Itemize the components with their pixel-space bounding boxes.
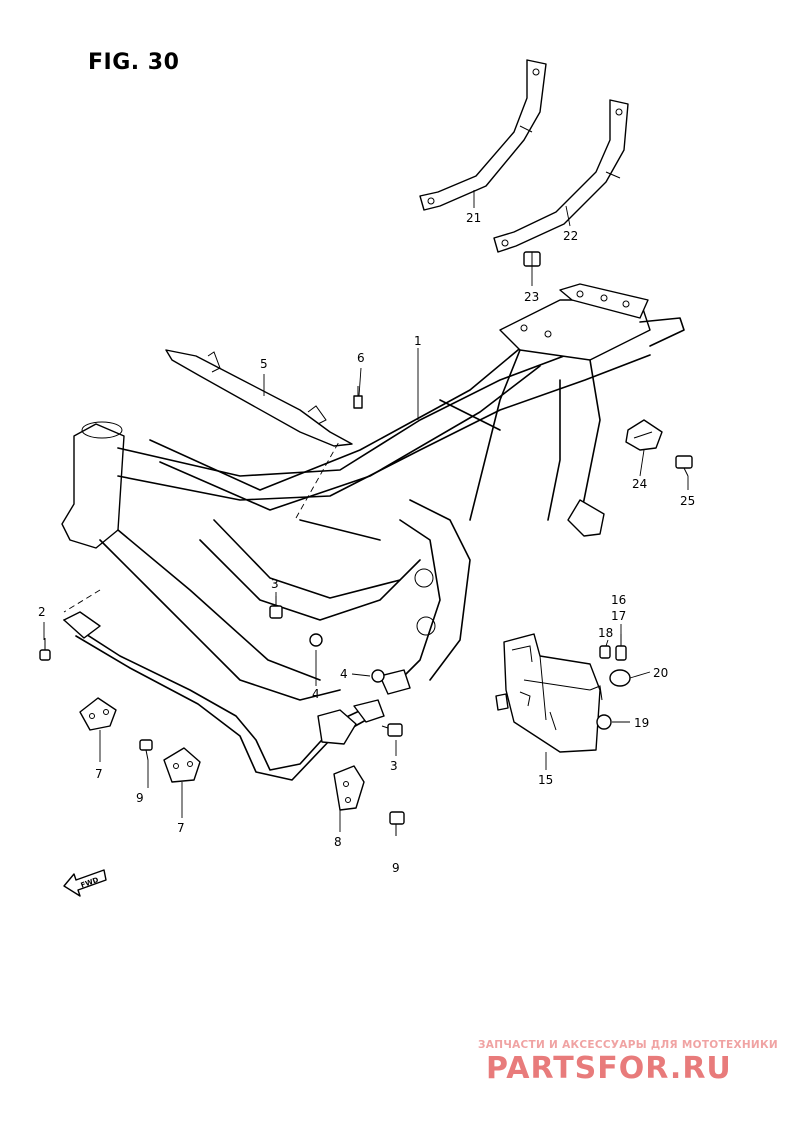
part-labels: 1 2 3 3 4 4 5 6 7 7 8 9 9 15 16 17 18 19… [38, 211, 695, 875]
part-20 [609, 669, 631, 687]
label-part-16: 16 [611, 593, 626, 607]
label-part-5: 5 [260, 357, 268, 371]
bolt-3-lower [381, 723, 403, 737]
label-part-24: 24 [632, 477, 647, 491]
grab-rail-right [493, 99, 629, 253]
bolt-23 [523, 251, 541, 267]
label-part-9-right: 9 [392, 861, 400, 875]
label-part-8: 8 [334, 835, 342, 849]
part-16-17 [615, 634, 627, 661]
label-part-23: 23 [524, 290, 539, 304]
watermark-logo: PARTSFOR.RU [486, 1051, 732, 1086]
part-19 [596, 714, 612, 730]
label-part-6: 6 [357, 351, 365, 365]
label-part-3-upper: 3 [271, 577, 279, 591]
label-part-4-lower: 4 [340, 667, 348, 681]
label-part-22: 22 [563, 229, 578, 243]
bracket-8 [333, 765, 365, 811]
main-frame [61, 283, 685, 781]
grab-rail-left [419, 59, 547, 211]
label-part-17: 17 [611, 609, 626, 623]
bolt-9-right [389, 811, 405, 836]
label-part-1: 1 [414, 334, 422, 348]
figure-title: FIG. 30 [88, 50, 180, 75]
label-part-18: 18 [598, 626, 613, 640]
bracket-7-left [79, 697, 117, 731]
bracket-7-right [163, 747, 201, 783]
watermark-caption: ЗАПЧАСТИ И АКСЕССУАРЫ ДЛЯ МОТОТЕХНИКИ [478, 1039, 778, 1051]
label-part-20: 20 [653, 666, 668, 680]
label-part-21: 21 [466, 211, 481, 225]
nut-4-lower [371, 669, 385, 683]
leader-lines [43, 190, 689, 832]
label-part-15: 15 [538, 773, 553, 787]
label-part-2: 2 [38, 605, 46, 619]
bracket-5 [165, 349, 353, 447]
bolt-2 [39, 638, 51, 661]
label-part-7-right: 7 [177, 821, 185, 835]
label-part-25: 25 [680, 494, 695, 508]
bolt-6 [353, 386, 363, 409]
clip-24 [625, 419, 663, 451]
bolt-25 [675, 455, 693, 477]
bolt-3-upper [269, 596, 283, 619]
label-part-7-left: 7 [95, 767, 103, 781]
battery-holder-15 [495, 633, 603, 753]
label-part-9-left: 9 [136, 791, 144, 805]
nut-4-upper [309, 633, 323, 647]
part-18 [599, 645, 611, 659]
label-part-3-lower: 3 [390, 759, 398, 773]
label-part-4-upper: 4 [312, 687, 320, 701]
watermark-logo-text: PARTSFOR.RU [486, 1051, 732, 1086]
fwd-arrow-icon: FWD [63, 869, 107, 897]
label-part-19: 19 [634, 716, 649, 730]
bolt-9-left [139, 739, 153, 761]
